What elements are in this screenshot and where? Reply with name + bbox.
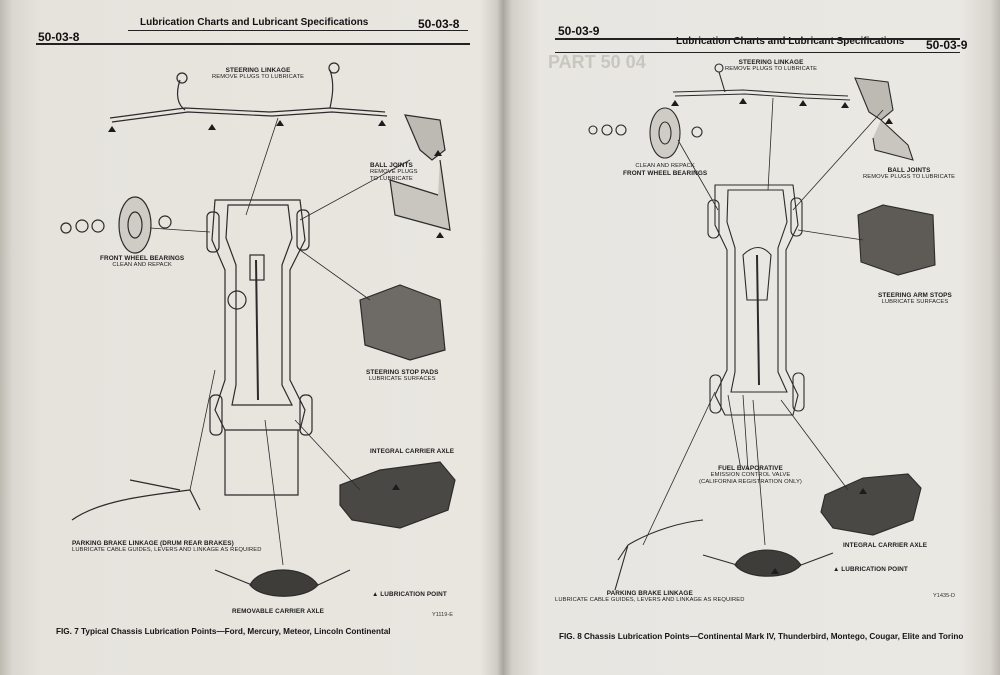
left-chassis-illustration	[108, 115, 455, 597]
left-label-removable-carrier-axle: REMOVABLE CARRIER AXLE	[232, 608, 325, 615]
right-label-integral-carrier-axle: INTEGRAL CARRIER AXLE	[843, 542, 928, 549]
right-chassis-illustration	[588, 63, 936, 591]
left-legend-lubrication-point: ▲ LUBRICATION POINT	[372, 591, 447, 598]
left-header-rule	[36, 43, 470, 45]
right-header-rule-bottom	[555, 52, 960, 53]
right-header-title: Lubrication Charts and Lubricant Specifi…	[676, 36, 905, 47]
left-figure-code: Y1119-E	[432, 612, 453, 618]
right-figure-code: Y1435-D	[933, 593, 956, 599]
left-label-integral-carrier-axle: INTEGRAL CARRIER AXLE	[370, 448, 455, 455]
right-bleed-through: PART 50 04	[548, 52, 646, 72]
right-page-number: 50-03-9	[558, 24, 600, 38]
right-legend-lubrication-point: ▲ LUBRICATION POINT	[833, 566, 908, 573]
left-label-parking-brake: PARKING BRAKE LINKAGE (DRUM REAR BRAKES)…	[72, 540, 262, 554]
left-page: 50-03-8 Lubrication Charts and Lubricant…	[36, 17, 470, 636]
right-page: 50-03-9 Lubrication Charts and Lubricant…	[503, 0, 1000, 675]
left-header-title: Lubrication Charts and Lubricant Specifi…	[140, 17, 369, 28]
left-page-number-outer: 50-03-8	[418, 17, 460, 31]
right-header-rule	[555, 38, 960, 40]
left-header-rule-top	[128, 30, 468, 31]
left-figure-caption: FIG. 7 Typical Chassis Lubrication Point…	[56, 627, 391, 636]
right-figure-caption: FIG. 8 Chassis Lubrication Points—Contin…	[559, 632, 964, 641]
right-page-number-outer: 50-03-9	[926, 38, 968, 52]
left-page-number: 50-03-8	[38, 30, 80, 44]
